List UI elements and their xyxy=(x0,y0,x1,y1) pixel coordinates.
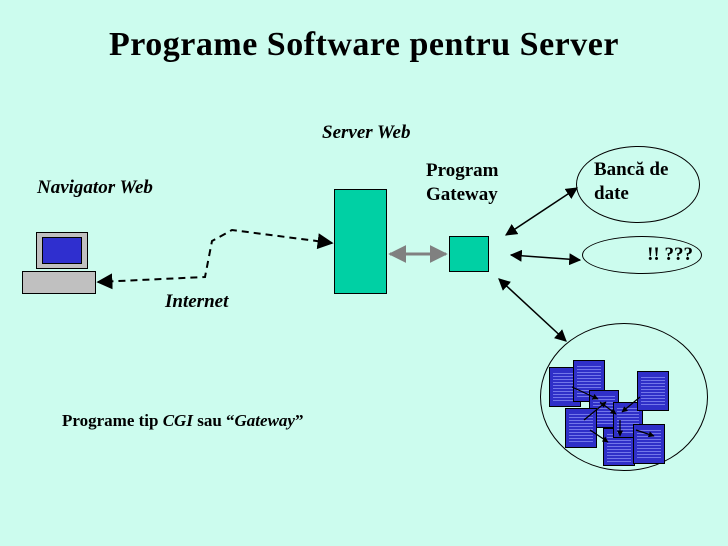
caption-gateway: Gateway xyxy=(234,411,295,430)
monitor-screen xyxy=(42,237,82,264)
database-ellipse xyxy=(576,146,700,223)
gateway-cluster-connection xyxy=(498,278,567,342)
internet-connection xyxy=(96,228,334,290)
navigator-label: Navigator Web xyxy=(37,177,153,198)
caption-suffix: ” xyxy=(294,411,304,430)
unknown-resource-label: !! ??? xyxy=(647,244,693,265)
database-label: Bancă de date xyxy=(594,159,669,204)
server-web-box xyxy=(334,189,387,294)
unknown-resource-oval: !! ??? xyxy=(582,236,702,274)
cgi-caption: Programe tip CGI sau “Gateway” xyxy=(62,409,303,433)
slide-title: Programe Software pentru Server xyxy=(109,26,619,63)
program-gateway-label: Program Gateway xyxy=(426,160,499,205)
computer-icon xyxy=(36,232,88,269)
internet-label: Internet xyxy=(165,291,229,312)
caption-middle: sau “ xyxy=(192,411,235,430)
document-links xyxy=(571,386,655,443)
document-icon xyxy=(637,371,669,411)
caption-cgi: CGI xyxy=(162,411,193,430)
document-icon xyxy=(565,408,597,448)
computer-base xyxy=(22,271,96,294)
gateway-box xyxy=(449,236,489,272)
gateway-database-connection xyxy=(504,187,579,236)
gateway-unknown-connection xyxy=(509,249,582,266)
server-web-label: Server Web xyxy=(322,122,411,143)
caption-prefix: Programe tip xyxy=(62,411,163,430)
